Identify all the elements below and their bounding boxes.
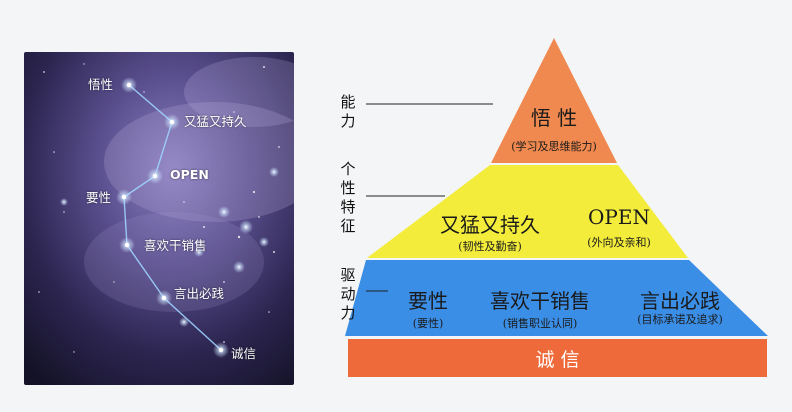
pyramid-middle-subtitle-1: (韧性及勤奋) <box>458 240 522 253</box>
pyramid-bottom-title-1: 要性 <box>408 289 448 313</box>
pyramid-base-title: 诚 信 <box>535 349 580 371</box>
pyramid-top-layer <box>491 38 617 163</box>
pyramid-base-layer <box>348 339 767 377</box>
star-label-yaoxing: 要性 <box>86 190 112 205</box>
pyramid-bottom-layer <box>345 260 768 336</box>
side-label-drive: 驱动力 <box>340 266 356 322</box>
pyramid-bottom-subtitle-1: (要性) <box>412 317 444 330</box>
pyramid-bottom-title-2: 喜欢干销售 <box>490 289 590 313</box>
side-label-ability: 能力 <box>340 93 356 130</box>
pyramid-middle-title-1: 又猛又持久 <box>440 213 540 237</box>
star-label-open: OPEN <box>170 167 209 182</box>
pyramid-middle-layer <box>367 165 688 258</box>
star-label-yanchu: 言出必践 <box>174 286 225 301</box>
star-label-wuxing: 悟性 <box>88 77 114 92</box>
pyramid-top-title: 悟 性 <box>530 106 578 130</box>
star-label-youmeng: 又猛又持久 <box>184 114 247 129</box>
pyramid-middle-subtitle-2: (外向及亲和) <box>587 236 651 249</box>
star-label-chengxin: 诚信 <box>231 346 257 361</box>
constellation-graphic <box>24 52 294 385</box>
side-label-personality: 个性特征 <box>340 160 356 235</box>
pyramid-bottom-subtitle-2: (销售职业认同) <box>502 317 578 330</box>
pyramid-bottom-subtitle-3: (目标承诺及追求) <box>637 313 723 326</box>
pyramid-top-subtitle: (学习及思维能力) <box>511 140 597 153</box>
pyramid-bottom-title-3: 言出必践 <box>640 289 720 313</box>
pyramid-middle-title-2: OPEN <box>588 205 650 229</box>
constellation-image: 悟性 又猛又持久 OPEN 要性 喜欢干销售 言出必践 诚信 <box>24 52 294 385</box>
star-label-xihuan: 喜欢干销售 <box>144 238 207 253</box>
